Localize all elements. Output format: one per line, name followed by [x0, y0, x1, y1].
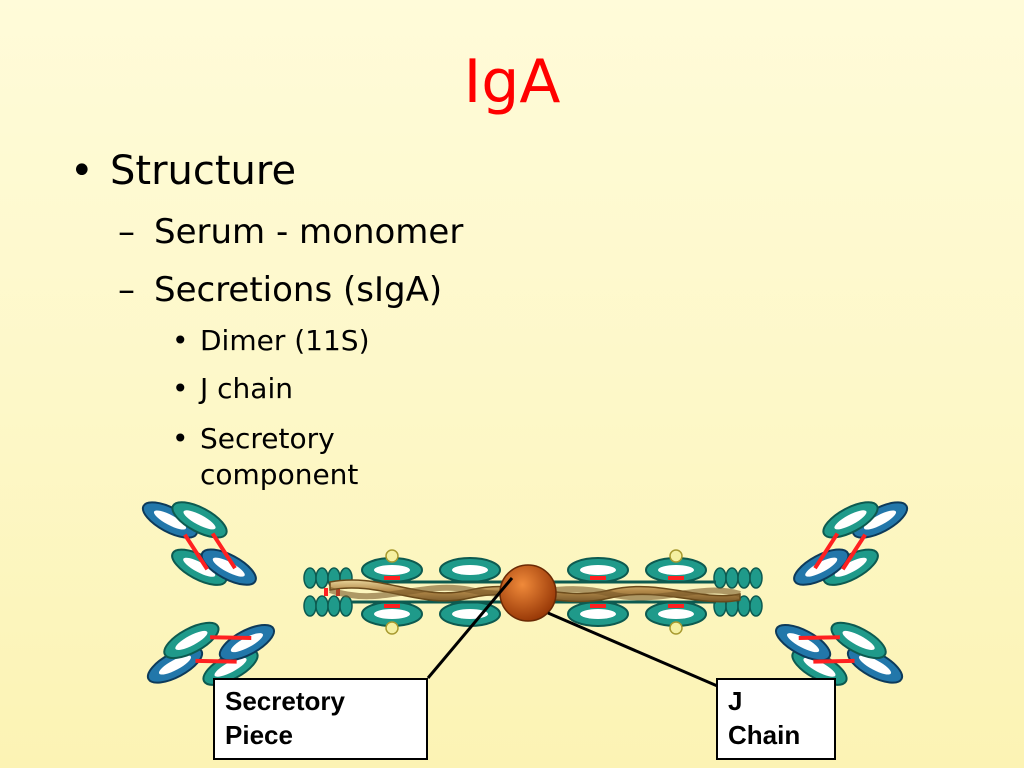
bullet-dot: •: [172, 324, 189, 357]
label-j-chain: J Chain: [716, 678, 836, 760]
bullet-dimer-text: Dimer (11S): [200, 324, 370, 357]
fab-arm-left-upper: [125, 490, 274, 604]
label-secretory-piece-line1: Secretory: [225, 686, 345, 716]
bullet-dimer: • Dimer (11S): [172, 323, 370, 359]
bullet-jchain-text: J chain: [200, 372, 293, 405]
bullet-secretions: –Secretions (sIgA): [118, 268, 442, 312]
bullet-dash: –: [118, 212, 135, 252]
bullet-dot: •: [70, 148, 94, 194]
label-j-chain-line2: Chain: [728, 720, 801, 750]
label-secretory-piece-line2: Piece: [225, 720, 293, 750]
bullet-jchain: • J chain: [172, 371, 293, 407]
bullet-dot: •: [172, 422, 189, 455]
bullet-structure-text: Structure: [110, 148, 297, 194]
leader-secretory-piece: [426, 577, 514, 679]
hinge-right: [713, 567, 763, 617]
bullet-secretory-text-2: component: [200, 458, 359, 491]
bullet-serum: –Serum - monomer: [118, 210, 463, 254]
leader-j-chain: [547, 611, 723, 690]
label-secretory-piece: Secretory Piece: [213, 678, 428, 760]
carbohydrate-dots: [385, 549, 683, 635]
bullet-structure: • Structure: [70, 146, 296, 196]
label-j-chain-line1: J: [728, 686, 743, 716]
bullet-dot: •: [172, 372, 189, 405]
siga-diagram: [0, 490, 1024, 768]
bullet-serum-text: Serum - monomer: [154, 212, 464, 252]
bullet-secretions-text: Secretions (sIgA): [154, 270, 443, 310]
slide-title: IgA: [463, 47, 561, 117]
bullet-secretory-component: • Secretory component: [172, 421, 358, 493]
j-chain: [499, 564, 557, 622]
fab-arm-right-upper: [776, 490, 925, 604]
bullet-secretory-text-1: Secretory: [200, 422, 335, 455]
bullet-dash: –: [118, 270, 135, 310]
